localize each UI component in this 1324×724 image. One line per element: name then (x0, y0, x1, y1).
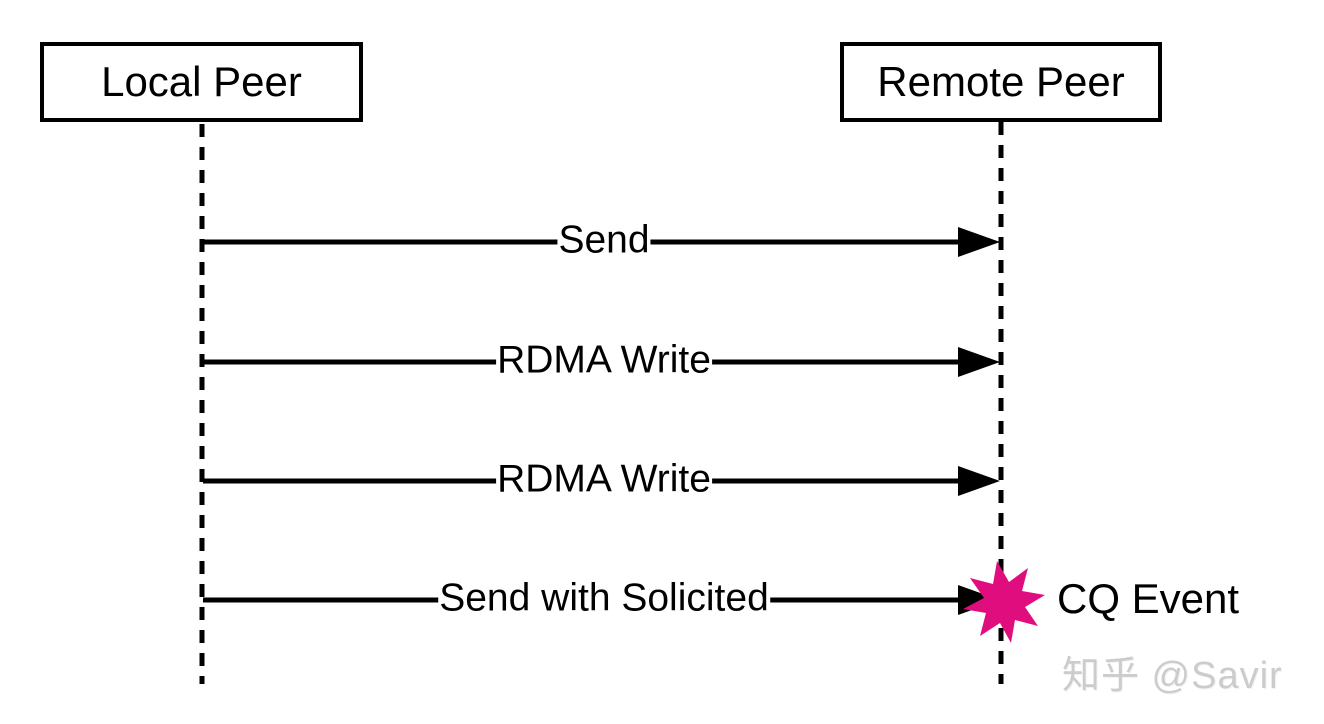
actor-box-remote-peer: Remote Peer (840, 42, 1162, 122)
message-label-rdma-write-1: RDMA Write (496, 338, 712, 382)
watermark-text: 知乎 @Savir (1062, 655, 1283, 697)
actor-label-remote-peer: Remote Peer (877, 58, 1125, 105)
cq-event-starburst-icon (963, 561, 1045, 643)
arrowhead-icon (958, 466, 1000, 496)
cq-event-label: CQ Event (1057, 575, 1240, 623)
actor-box-local-peer: Local Peer (40, 42, 363, 122)
arrowhead-icon (958, 227, 1000, 257)
message-label-send: Send (557, 218, 651, 262)
message-label-send-solicited: Send with Solicited (438, 576, 770, 620)
actor-label-local-peer: Local Peer (101, 58, 302, 105)
arrowhead-icon (958, 347, 1000, 377)
message-label-rdma-write-2: RDMA Write (496, 457, 712, 501)
